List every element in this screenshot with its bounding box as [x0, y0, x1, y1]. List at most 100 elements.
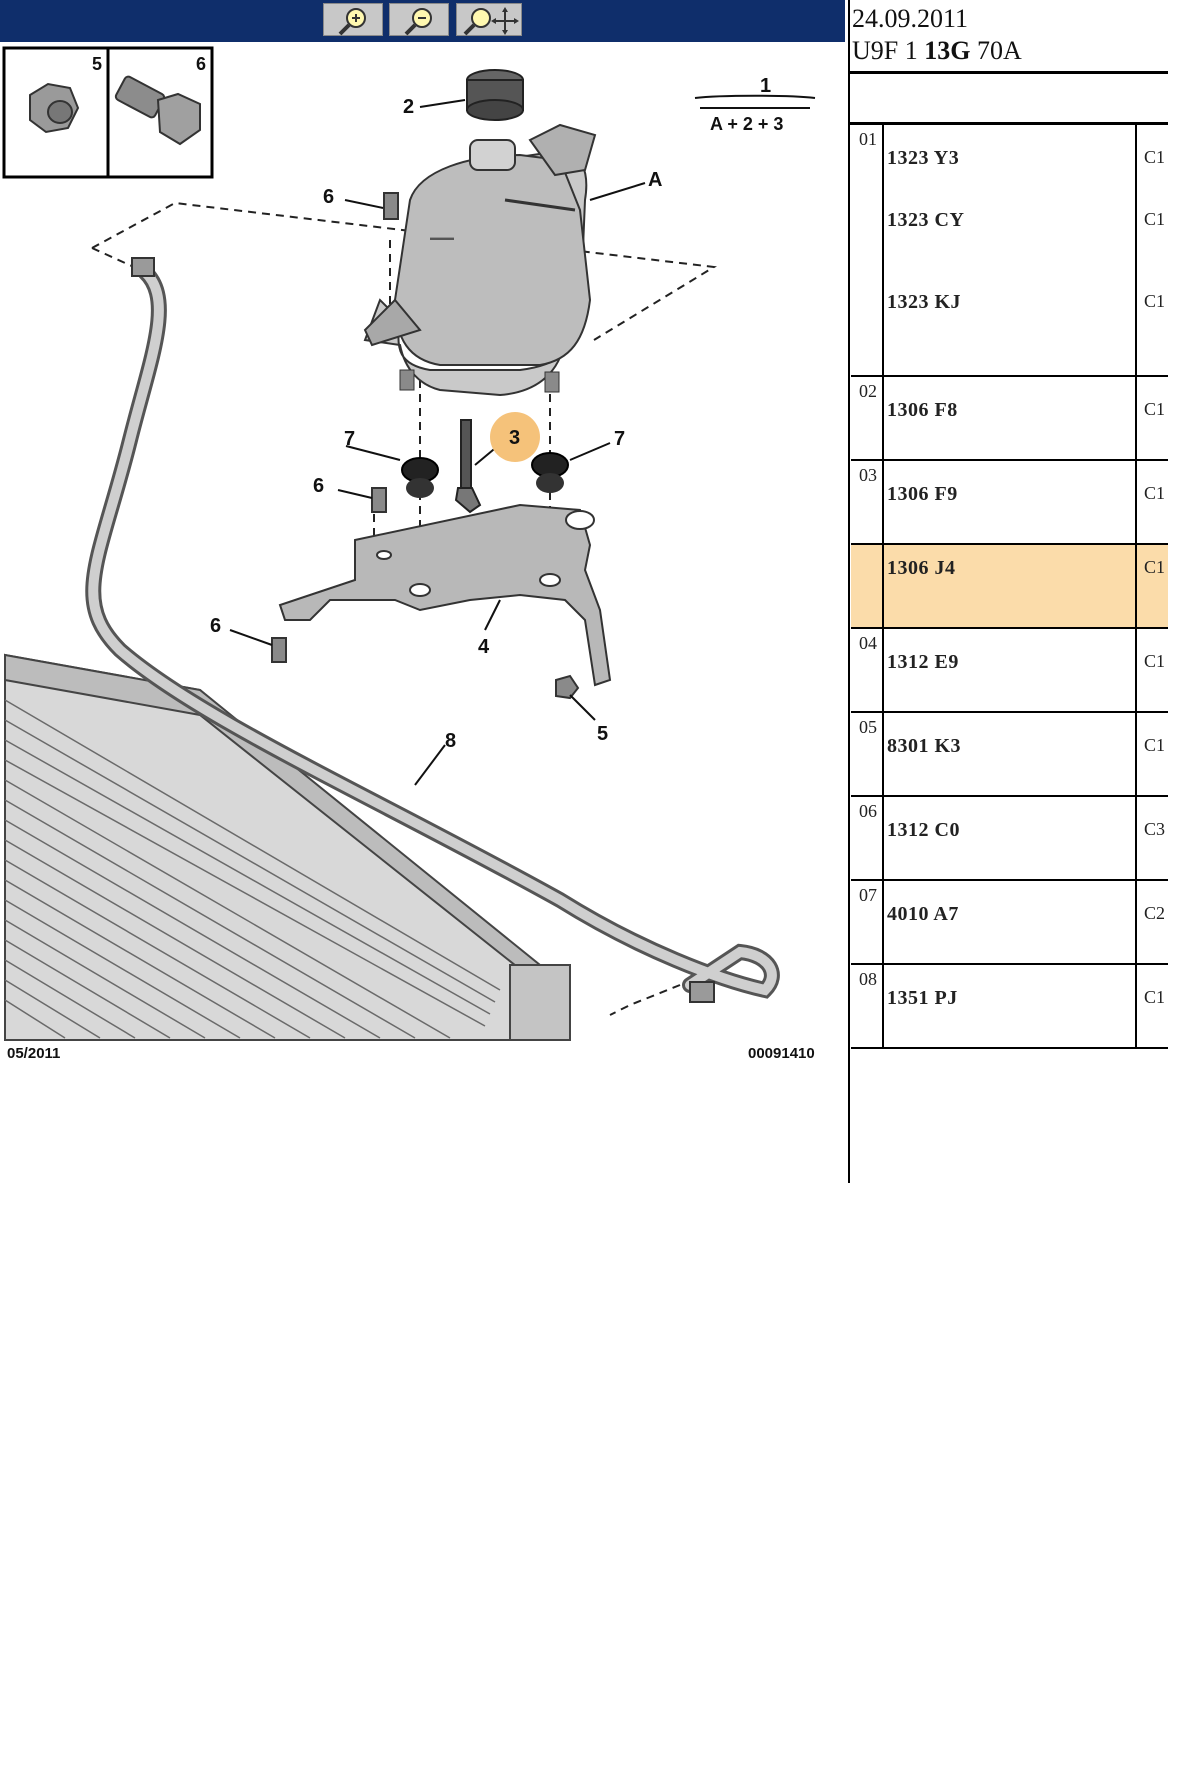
column-divider [1135, 545, 1137, 627]
part-number[interactable]: 1323 KJ [887, 291, 962, 313]
part-number[interactable]: 1351 PJ [887, 987, 958, 1009]
inset-label-6: 6 [196, 54, 206, 74]
row-index: 06 [859, 801, 877, 821]
parts-row[interactable]: 08 1351 PJ C1 [851, 965, 1168, 1049]
column-divider [1135, 461, 1137, 543]
part-number[interactable]: 4010 A7 [887, 903, 959, 925]
parts-row[interactable]: 03 1306 F9 C1 [851, 461, 1168, 545]
part-quantity-code: C1 [1144, 557, 1166, 577]
parts-row[interactable]: 01 1323 Y3 C1 1323 CY C1 1323 KJ C1 [851, 125, 1168, 377]
part-number[interactable]: 1312 C0 [887, 819, 960, 841]
column-divider [1135, 629, 1137, 711]
part-number[interactable]: 1323 Y3 [887, 147, 960, 169]
callout-4: 4 [478, 636, 490, 658]
column-divider [1135, 713, 1137, 795]
zoom-out-button[interactable] [389, 3, 449, 36]
header-rule-1 [850, 71, 1168, 74]
callout-3: 3 [509, 427, 520, 449]
column-divider [882, 629, 884, 711]
part-number[interactable]: 1306 F8 [887, 399, 958, 421]
leader-lines [229, 94, 816, 786]
expansion-tank: ▬▬▬ [363, 123, 597, 397]
callout-7-right: 7 [614, 428, 625, 450]
tank-markings: ▬▬▬ [430, 233, 454, 242]
callout-7-left: 7 [344, 428, 355, 450]
column-divider [1135, 965, 1137, 1047]
diagram-reference: 00091410 [748, 1045, 815, 1062]
parts-row[interactable]: 05 8301 K3 C1 [851, 713, 1168, 797]
row-index: 01 [859, 129, 877, 149]
part-quantity-code: C1 [1144, 735, 1166, 755]
callout-6-top: 6 [323, 186, 334, 208]
part-quantity-code: C1 [1144, 147, 1166, 167]
part-number[interactable]: 8301 K3 [887, 735, 962, 757]
callout-A: A [648, 169, 662, 191]
row-index: 04 [859, 633, 877, 653]
column-divider [882, 545, 884, 627]
parts-row[interactable]: 07 4010 A7 C2 [851, 881, 1168, 965]
callout-1: 1 [760, 75, 771, 97]
callout-5: 5 [597, 723, 608, 745]
radiator [4, 653, 571, 1041]
part-number[interactable]: 1312 E9 [887, 651, 959, 673]
parts-row[interactable]: 02 1306 F8 C1 [851, 377, 1168, 461]
part-quantity-code: C1 [1144, 483, 1166, 503]
header-rule-2 [850, 122, 1168, 125]
part-quantity-code: C3 [1144, 819, 1166, 839]
diagram-toolbar [0, 0, 845, 42]
part-quantity-code: C1 [1144, 399, 1166, 419]
parts-row[interactable]: 06 1312 C0 C3 [851, 797, 1168, 881]
callout-8: 8 [445, 730, 456, 752]
ref-suffix: 70A [970, 36, 1022, 65]
column-divider [1135, 881, 1137, 963]
row-index: 02 [859, 381, 877, 401]
rubber-grommets [401, 452, 569, 498]
part-number[interactable]: 1323 CY [887, 209, 965, 231]
row-index: 03 [859, 465, 877, 485]
inset-label-5: 5 [92, 54, 102, 74]
panel-divider [848, 0, 850, 1183]
column-divider [882, 461, 884, 543]
column-divider [882, 125, 884, 375]
column-divider [882, 881, 884, 963]
parts-diagram: 5 6 [0, 42, 845, 1067]
header-reference: U9F 1 13G 70A [852, 36, 1022, 66]
part-quantity-code: C1 [1144, 291, 1166, 311]
inset-fasteners: 5 6 [2, 46, 214, 179]
column-divider [882, 965, 884, 1047]
column-divider [882, 797, 884, 879]
zoom-pan-icon [463, 7, 519, 36]
part-number[interactable]: 1306 F9 [887, 483, 958, 505]
part-quantity-code: C1 [1144, 209, 1166, 229]
coolant-hose [85, 257, 780, 1003]
mounting-bracket [278, 503, 612, 687]
column-divider [1135, 797, 1137, 879]
level-sensor [454, 419, 482, 514]
row-index: 05 [859, 717, 877, 737]
callout-6-mid: 6 [313, 475, 324, 497]
column-divider [882, 377, 884, 459]
zoom-in-button[interactable] [323, 3, 383, 36]
parts-row[interactable]: 1306 J4 C1 [851, 545, 1168, 629]
column-divider [1135, 125, 1137, 375]
ref-prefix: U9F 1 [852, 36, 925, 65]
row-index: 07 [859, 885, 877, 905]
column-divider [882, 713, 884, 795]
callout-highlight [490, 412, 540, 462]
diagram-date: 05/2011 [7, 1045, 61, 1062]
callout-2: 2 [403, 96, 414, 118]
zoom-pan-button[interactable] [456, 3, 522, 36]
row-index: 08 [859, 969, 877, 989]
part-quantity-code: C1 [1144, 651, 1166, 671]
parts-row[interactable]: 04 1312 E9 C1 [851, 629, 1168, 713]
zoom-out-icon [404, 8, 432, 36]
bolts [271, 192, 580, 700]
callout-6-bottom: 6 [210, 615, 221, 637]
part-quantity-code: C1 [1144, 987, 1166, 1007]
zoom-in-icon [338, 8, 366, 36]
header-date: 24.09.2011 [852, 4, 969, 33]
ref-bold: 13G [924, 36, 971, 65]
exploded-view-drawing: 5 6 [2, 46, 816, 1041]
part-number[interactable]: 1306 J4 [887, 557, 956, 579]
part-quantity-code: C2 [1144, 903, 1166, 923]
